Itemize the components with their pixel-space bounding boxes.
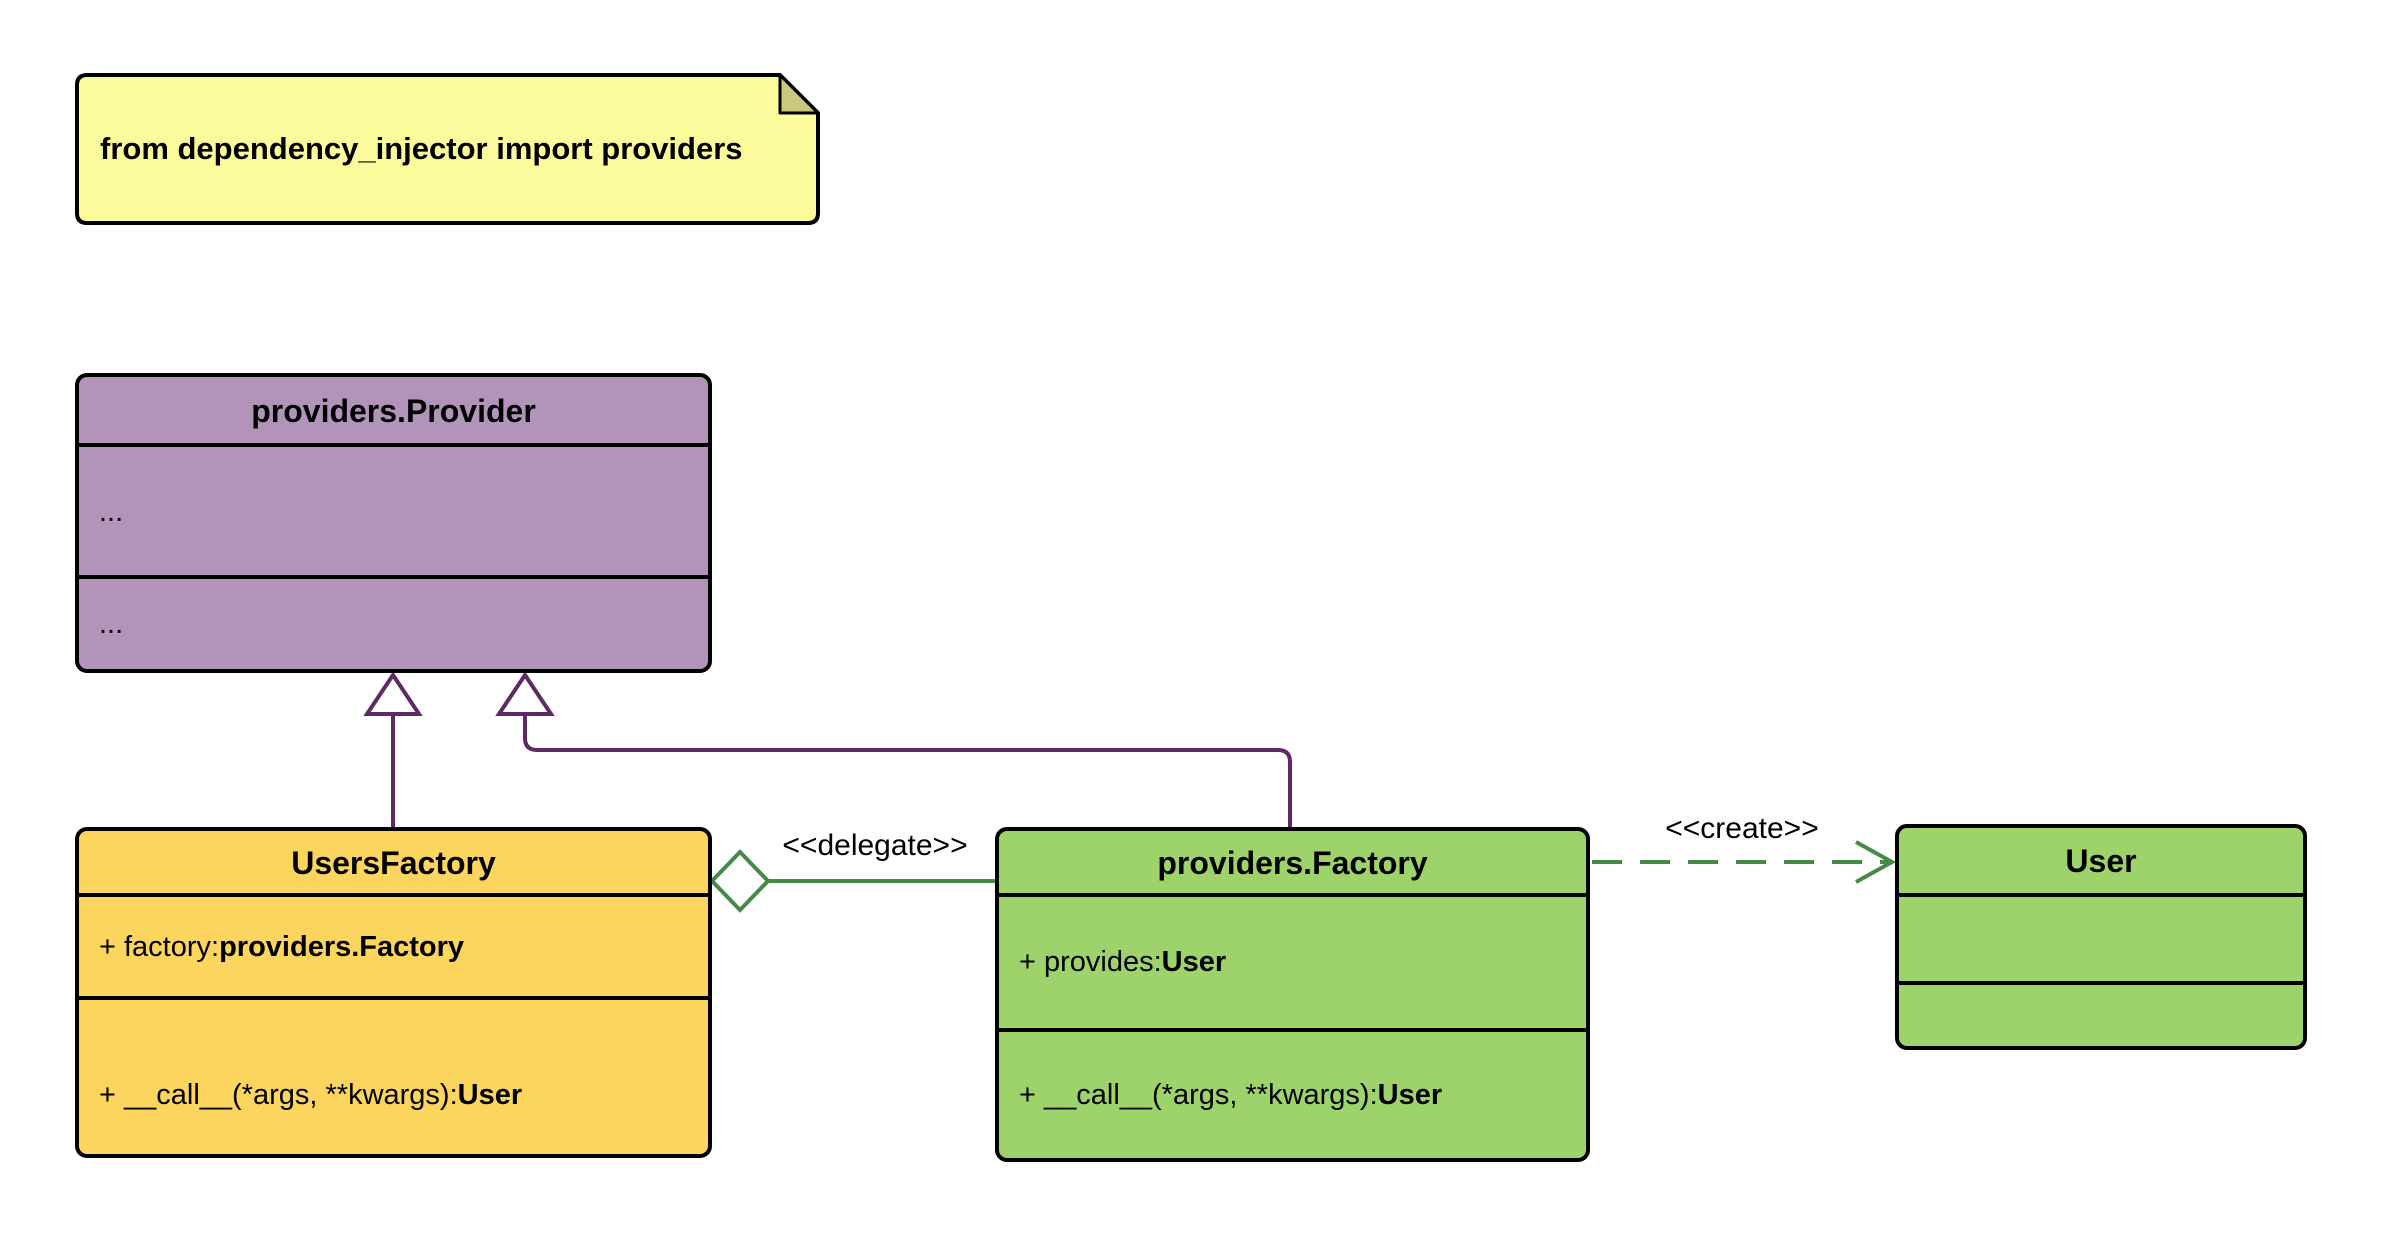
class-providers-provider-title: providers.Provider — [251, 392, 536, 429]
class-providers-provider: providers.Provider ... ... — [75, 373, 712, 673]
class-user-title: User — [2065, 843, 2137, 879]
delegate-edge-label: <<delegate>> — [782, 829, 968, 862]
attribute-type: providers.Factory — [219, 931, 465, 963]
open-arrowhead-icon — [1855, 840, 1897, 884]
class-providers-factory-attribute: + provides: User — [999, 897, 1586, 1028]
compartment-divider — [75, 996, 712, 1000]
note-fold-icon — [778, 73, 820, 115]
compartment-divider — [75, 893, 712, 897]
inheritance-arrowhead-factory — [495, 671, 555, 716]
class-providers-factory-title: providers.Factory — [1157, 844, 1428, 881]
class-users-factory: UsersFactory + factory: providers.Factor… — [75, 827, 712, 1158]
method-return-type: User — [457, 1078, 523, 1111]
class-users-factory-title: UsersFactory — [291, 844, 496, 881]
class-users-factory-attribute: + factory: providers.Factory — [79, 897, 708, 998]
compartment-divider — [995, 893, 1590, 897]
class-providers-provider-methods: ... — [99, 607, 124, 640]
class-providers-provider-attributes: ... — [99, 495, 124, 528]
inheritance-edge-factory — [523, 714, 1292, 827]
class-user-attributes-empty — [1899, 897, 2303, 981]
class-providers-factory: providers.Factory + provides: User + __c… — [995, 827, 1590, 1162]
compartment-divider — [75, 575, 712, 579]
class-user: User — [1895, 824, 2307, 1050]
class-providers-factory-method: + __call__(*args, **kwargs): User — [999, 1032, 1586, 1158]
method-return-type: User — [1377, 1078, 1443, 1111]
note-shape — [75, 73, 820, 225]
inheritance-arrowhead-usersfactory — [363, 671, 423, 716]
compartment-divider — [75, 443, 712, 447]
method-text: + __call__(*args, **kwargs): — [99, 1078, 458, 1111]
compartment-divider — [995, 1028, 1590, 1032]
class-user-methods-empty — [1899, 985, 2303, 1046]
attribute-text: + factory: — [99, 931, 220, 963]
aggregation-diamond-icon — [709, 849, 771, 913]
attribute-text: + provides: — [1019, 946, 1162, 978]
class-users-factory-method: + __call__(*args, **kwargs): User — [79, 1000, 708, 1154]
import-note: from dependency_injector import provider… — [100, 131, 743, 166]
compartment-divider — [1895, 981, 2307, 985]
method-text: + __call__(*args, **kwargs): — [1019, 1078, 1378, 1111]
create-edge-label: <<create>> — [1665, 812, 1819, 845]
attribute-type: User — [1161, 946, 1227, 978]
compartment-divider — [1895, 893, 2307, 897]
